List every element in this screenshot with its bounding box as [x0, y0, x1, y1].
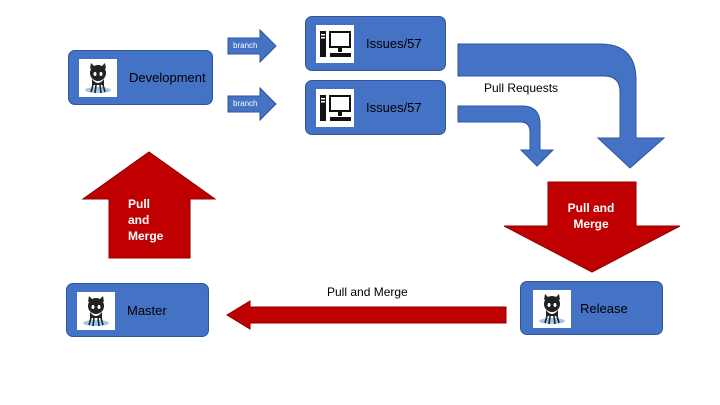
development-merge-label-line-3: Merge — [128, 229, 164, 243]
branch-label-top: branch — [233, 41, 258, 50]
development-merge-label: Pull and Merge — [128, 196, 178, 244]
desktop-computer-icon — [316, 89, 354, 127]
release-merge-label-line-1: Pull and — [567, 201, 615, 215]
issue-node-top: Issues/57 — [305, 16, 446, 71]
development-merge-label-line-2: and — [128, 213, 150, 227]
octocat-icon — [533, 290, 571, 328]
issue-label-bottom: Issues/57 — [366, 100, 422, 115]
release-merge-label-line-2: Merge — [573, 217, 609, 231]
branch-label-bottom: branch — [233, 99, 258, 108]
release-node: Release — [520, 281, 663, 335]
octocat-icon — [77, 292, 115, 330]
pull-request-arrow-small — [457, 105, 555, 167]
pull-requests-label: Pull Requests — [484, 81, 559, 95]
issue-node-bottom: Issues/57 — [305, 80, 446, 135]
master-merge-arrow — [226, 300, 507, 330]
master-node: Master — [66, 283, 209, 337]
development-label: Development — [129, 70, 206, 85]
issue-label-top: Issues/57 — [366, 36, 422, 51]
master-label: Master — [127, 303, 167, 318]
development-merge-arrow — [81, 151, 217, 259]
development-merge-label-line-1: Pull — [128, 197, 151, 211]
pull-request-arrow-large — [457, 43, 666, 169]
release-label: Release — [580, 301, 628, 316]
branch-arrow-top — [227, 28, 277, 64]
development-node: Development — [68, 50, 213, 105]
desktop-computer-icon — [316, 25, 354, 63]
branch-arrow-bottom — [227, 86, 277, 122]
master-merge-label: Pull and Merge — [327, 285, 408, 299]
octocat-icon — [79, 59, 117, 97]
release-merge-label: Pull and Merge — [566, 200, 616, 232]
release-merge-arrow — [503, 181, 681, 273]
